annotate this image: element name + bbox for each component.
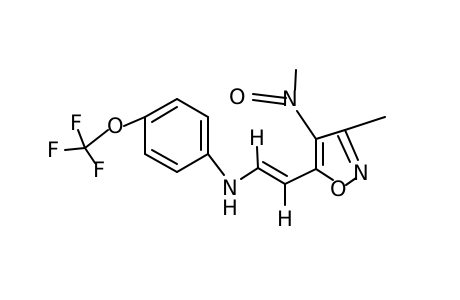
bond-c-f-bottom: [84, 147, 96, 164]
bond-ring-5: [144, 153, 178, 173]
atom-fluorine-bottom: F: [93, 158, 105, 182]
atom-fluorine-top: F: [70, 111, 82, 135]
bond-ring-1-inner: [151, 106, 178, 123]
bond-ring-2: [176, 98, 209, 118]
bond-c4-c3: [315, 129, 346, 140]
bond-nitro-o-left-2: [252, 99, 285, 105]
bond-nitro-o-up: [294, 69, 297, 91]
bond-n-vinyl: [240, 167, 259, 180]
atom-ether-oxygen: O: [107, 114, 124, 138]
bond-vinyl-double-outer: [257, 167, 286, 185]
atom-label-layer: F F F O N H H H N O O N: [47, 85, 369, 231]
bond-ring-5-inner: [151, 149, 178, 165]
bond-nitro-o-left-1: [252, 93, 287, 99]
bond-o-c5: [315, 168, 334, 181]
bond-phenyl-n: [207, 153, 225, 176]
bond-ring-4: [176, 153, 209, 173]
bond-c-o-ether: [84, 129, 109, 149]
bond-ring-1: [144, 98, 178, 118]
atom-vinyl-h-bottom: H: [277, 207, 293, 231]
atom-ring-n: N: [353, 161, 369, 185]
atom-vinyl-h-top: H: [249, 126, 265, 150]
atom-ring-o: O: [330, 177, 347, 201]
atom-nitro-n: N: [282, 87, 298, 111]
atom-fluorine-left: F: [47, 138, 59, 162]
bond-o-phenyl: [123, 116, 146, 127]
atom-amine-n: N: [222, 176, 238, 200]
bond-vinyl-double-inner: [262, 161, 288, 177]
nitro-positive-charge-ring: [301, 83, 303, 85]
atom-nitro-o: O: [229, 85, 246, 109]
bond-vinyl-h-top: [256, 146, 259, 169]
bond-vinyl-isoxazole: [284, 168, 317, 185]
bond-c3-n-inner: [337, 135, 351, 163]
bond-c-f-top: [77, 129, 86, 149]
bond-c4-nitro: [296, 110, 317, 140]
bond-c3-n: [344, 129, 359, 161]
atom-amine-h: H: [222, 196, 238, 220]
bond-layer: [64, 69, 386, 206]
bond-c3-methyl: [344, 116, 386, 131]
bond-n-o: [345, 177, 357, 186]
bond-c-f-left: [64, 147, 86, 151]
